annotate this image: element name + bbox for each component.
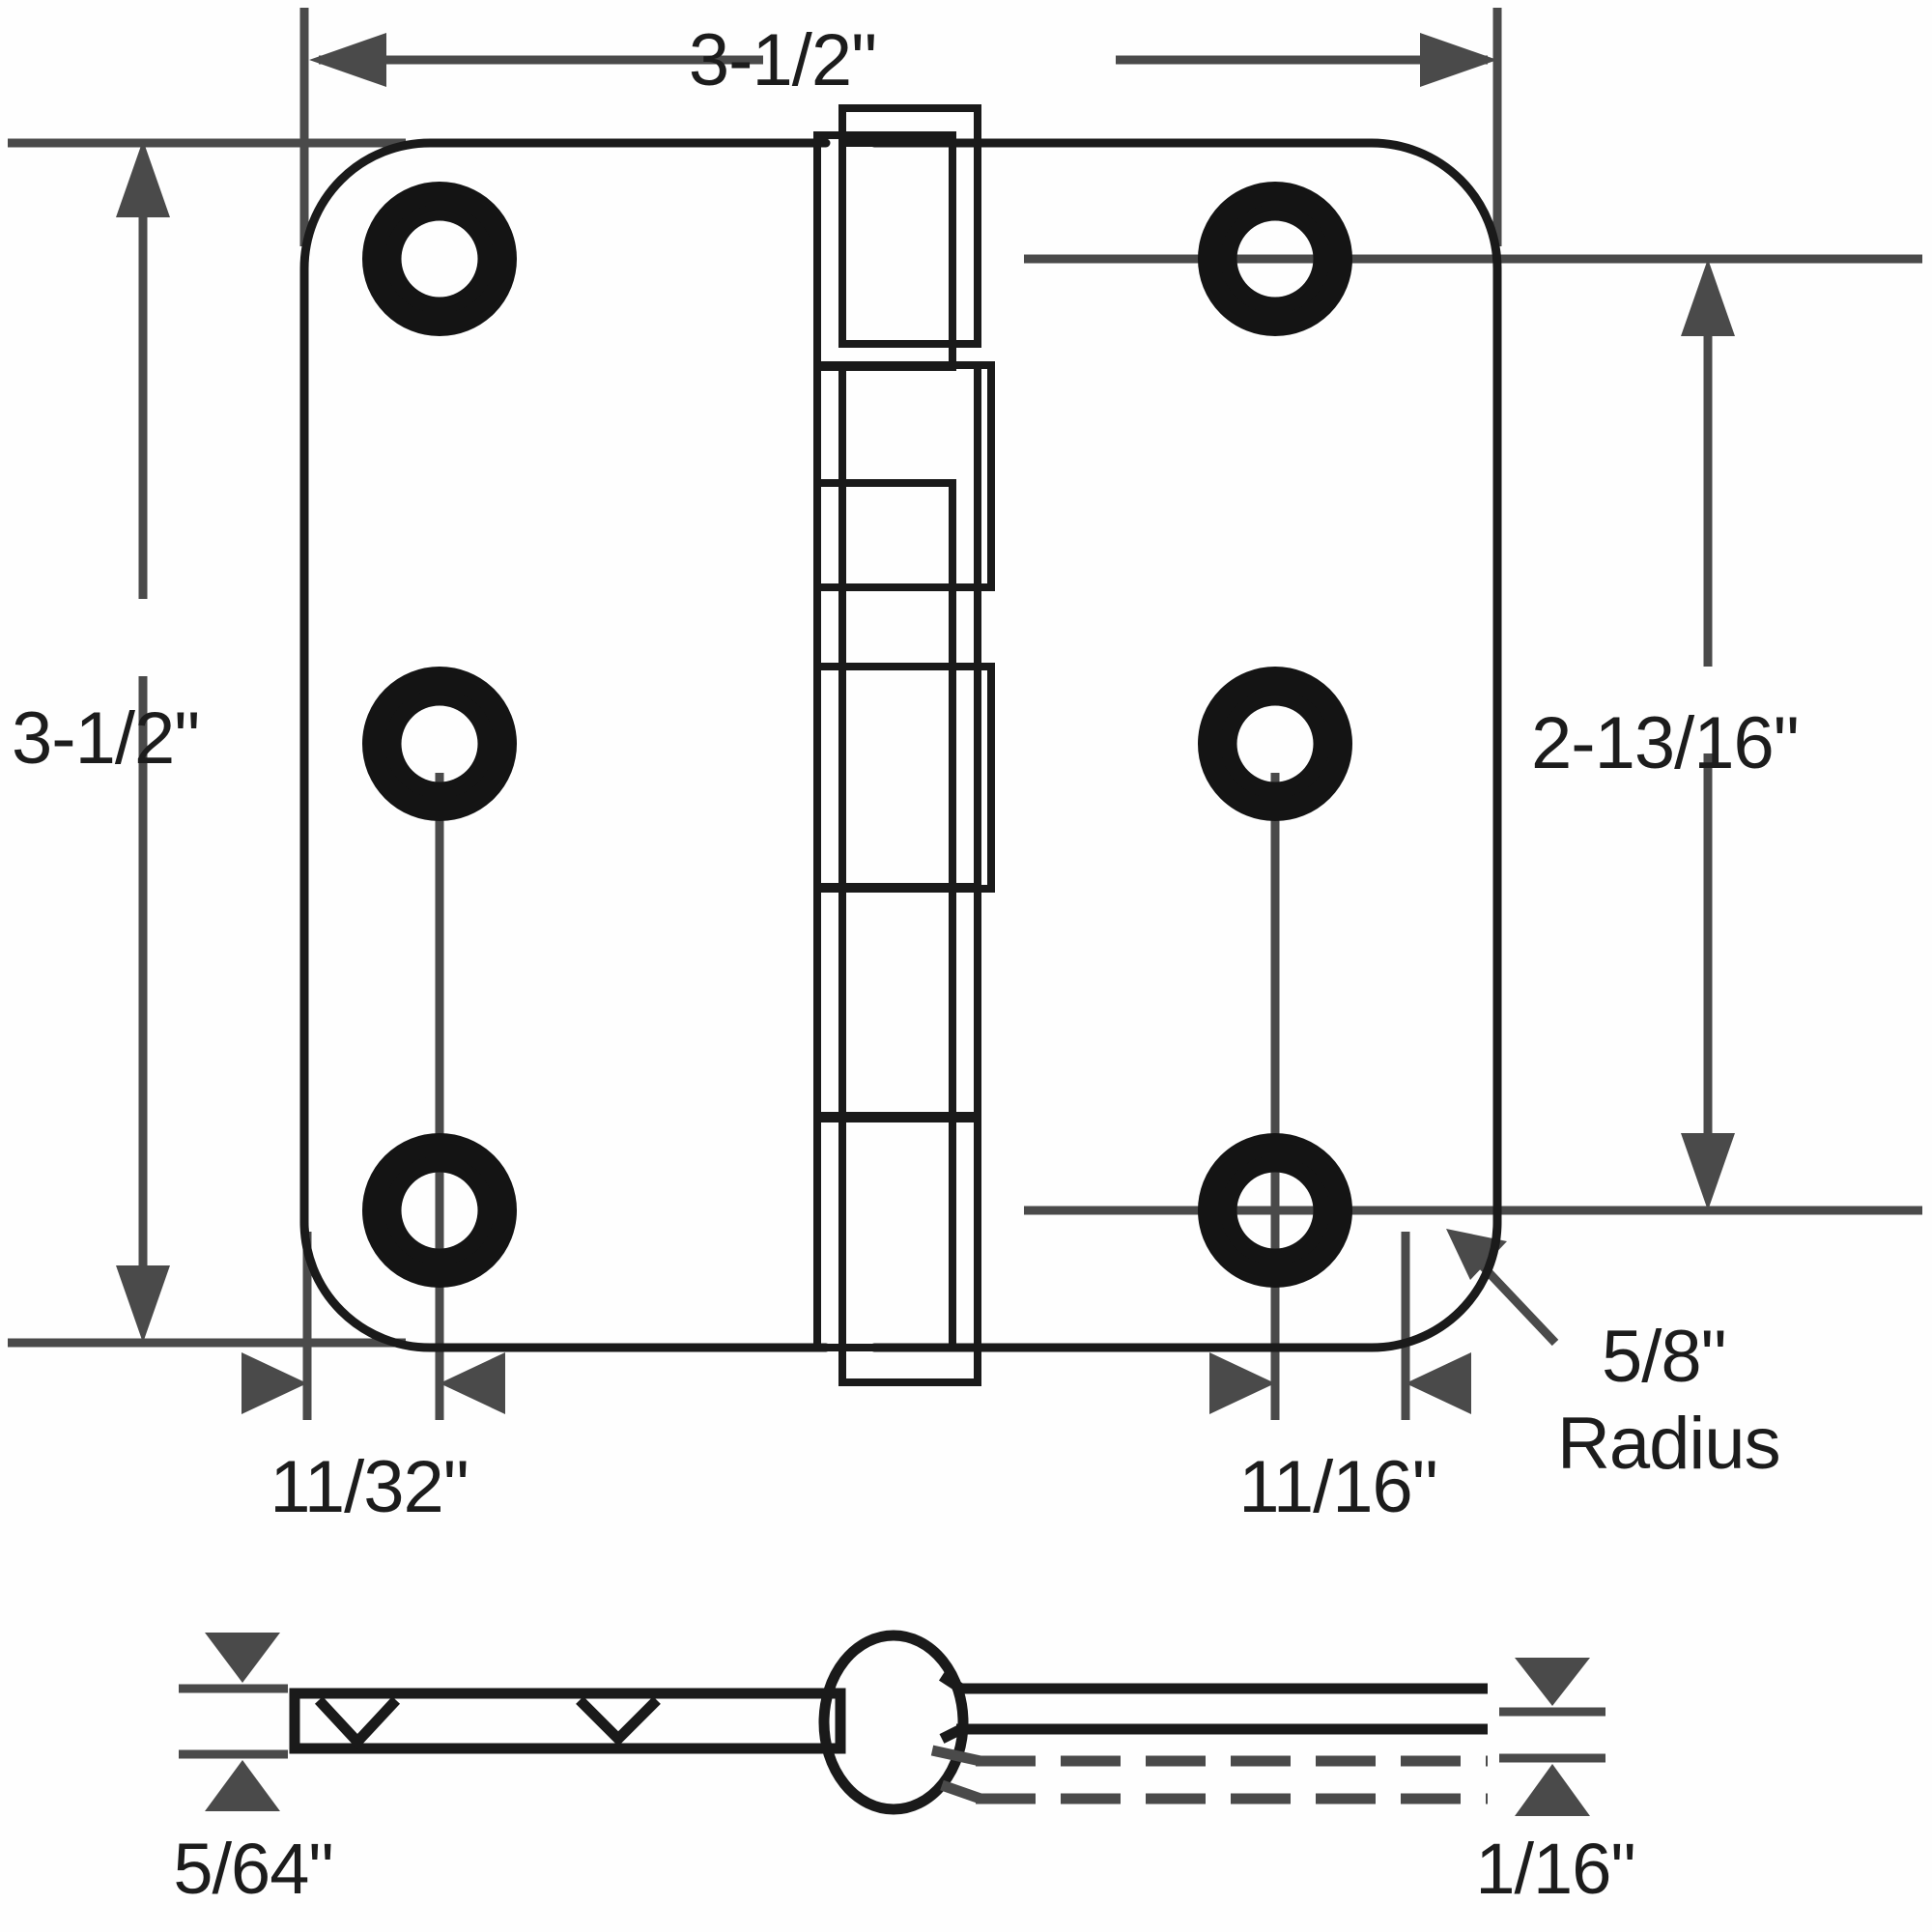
arrowhead-top-right xyxy=(1420,33,1497,87)
side-right-taper-top xyxy=(939,1671,964,1693)
thk-right-arrow-bottom xyxy=(1515,1764,1590,1816)
side-barrel-knuckle xyxy=(818,1630,969,1815)
screw-hole-outer xyxy=(362,182,517,336)
screw-holes xyxy=(362,182,1352,1288)
thk-left-arrow-top xyxy=(205,1633,280,1683)
knuckle-7-left xyxy=(813,1112,956,1351)
side-right-taper-mid xyxy=(939,1724,964,1744)
screw-hole-outer xyxy=(362,1133,517,1288)
knuckle-6-left xyxy=(813,883,956,1122)
arrowhead-top-left xyxy=(309,33,386,87)
knuckle-7 xyxy=(838,1112,981,1351)
screw-hole-outer xyxy=(1198,182,1352,336)
arrowhead-bot-b xyxy=(440,1352,505,1414)
side-left-leaf xyxy=(289,1688,846,1754)
label-overall-width: 3-1/2" xyxy=(689,19,876,101)
arrowhead-bot-c xyxy=(1209,1352,1275,1414)
knuckle-6 xyxy=(838,883,981,1122)
hinge-knuckles xyxy=(813,104,995,1386)
hinge-front-view xyxy=(299,104,1502,1386)
label-corner-radius-note: Radius xyxy=(1557,1403,1780,1485)
dimension-annotations xyxy=(8,8,1922,1420)
knuckle-2-left xyxy=(813,131,956,371)
arrowhead-left-top xyxy=(116,140,170,217)
screw-hole-inner xyxy=(384,1155,495,1265)
arrowhead-left-bottom xyxy=(116,1265,170,1343)
hinge-side-profile-view xyxy=(179,1630,1605,1816)
arrowhead-bot-a xyxy=(242,1352,307,1414)
screw-hole-inner xyxy=(1220,204,1330,314)
screw-hole-inner xyxy=(384,204,495,314)
knuckle-4-left xyxy=(813,479,956,893)
countersink-notch-1 xyxy=(314,1696,401,1750)
side-right-hidden-taper-b xyxy=(940,1779,982,1804)
screw-hole-outer xyxy=(362,667,517,821)
side-right-hidden-taper-a xyxy=(930,1745,982,1767)
screw-hole-inner xyxy=(1220,689,1330,799)
knuckle-1 xyxy=(838,139,981,348)
arrowhead-right-bottom xyxy=(1681,1133,1735,1210)
dimension-labels: 3-1/2" 3-1/2" 2-13/16" 11/32" 11/16" 5/8… xyxy=(12,19,1800,1909)
left-leaf-outline xyxy=(299,138,831,1352)
label-corner-radius: 5/8" xyxy=(1602,1316,1726,1398)
knuckle-4 xyxy=(838,583,981,893)
screw-hole-inner xyxy=(1220,1155,1330,1265)
label-hole-to-hole-bottom: 11/16" xyxy=(1238,1446,1437,1528)
knuckle-cap-bottom xyxy=(838,1344,981,1386)
knuckle-3-inner xyxy=(838,361,981,591)
arrowhead-bot-d xyxy=(1406,1352,1471,1414)
arrowhead-right-top xyxy=(1681,259,1735,336)
screw-hole-outer xyxy=(1198,667,1352,821)
thk-right-arrow-top xyxy=(1515,1658,1590,1706)
label-leaf-thickness: 5/64" xyxy=(173,1829,332,1909)
label-overall-height: 3-1/2" xyxy=(12,697,199,780)
thickness-marker-right xyxy=(1499,1658,1605,1816)
label-tip-thickness: 1/16" xyxy=(1475,1829,1634,1909)
thk-left-arrow-bottom xyxy=(205,1760,280,1811)
label-hole-vertical-span: 2-13/16" xyxy=(1531,702,1799,784)
screw-hole-inner xyxy=(384,689,495,799)
thickness-marker-left xyxy=(179,1633,288,1811)
label-edge-to-hole-left: 11/32" xyxy=(270,1446,469,1528)
screw-hole-outer xyxy=(1198,1133,1352,1288)
right-leaf-outline xyxy=(869,138,1502,1352)
countersink-notch-2 xyxy=(576,1696,661,1747)
